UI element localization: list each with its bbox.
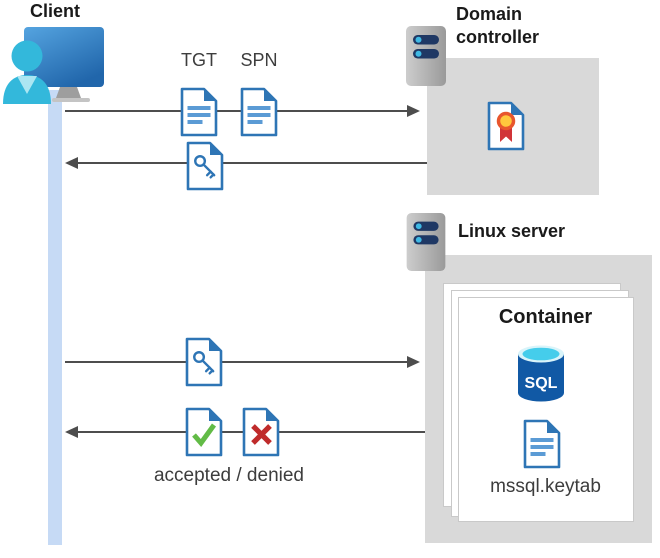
arrowhead-left-auth-result [65,426,78,438]
user-monitor-icon [3,27,104,104]
keytab-file-label: mssql.keytab [490,476,601,497]
person-figure [3,40,51,104]
tgt-document-icon [180,87,218,137]
spn-label: SPN [240,50,278,70]
domain-controller-label: Domain controller [456,4,540,47]
tgt-label: TGT [181,50,217,70]
monitor-screen [24,27,104,87]
certificate-document-icon [487,101,525,151]
client-label: Client [30,1,81,21]
arrow-line-service-request [65,361,408,363]
arrowhead-right-service-request [407,356,420,368]
check-document-icon [185,407,223,457]
monitor-stand [56,87,81,98]
sql-label: SQL [525,375,558,392]
arrowhead-left-ticket-response [65,157,78,169]
key-document-icon [185,337,223,387]
arrowhead-right-ticket-request [407,105,420,117]
container-label: Container [498,306,593,328]
key-document-icon [186,141,224,191]
spn-document-icon [240,87,278,137]
cross-document-icon [242,407,280,457]
auth-result-label: accepted / denied [153,465,304,486]
monitor-base [52,98,90,102]
linux-server-icon [406,212,446,272]
client-lifeline [48,90,62,545]
keytab-document-icon [523,419,561,469]
arrow-line-ticket-request [65,110,408,112]
arrow-line-ticket-response [78,162,427,164]
domain-controller-server-icon [406,26,446,86]
container-card-front [458,297,634,522]
sql-database-icon: SQL [518,345,564,402]
linux-server-label: Linux server [458,221,566,241]
